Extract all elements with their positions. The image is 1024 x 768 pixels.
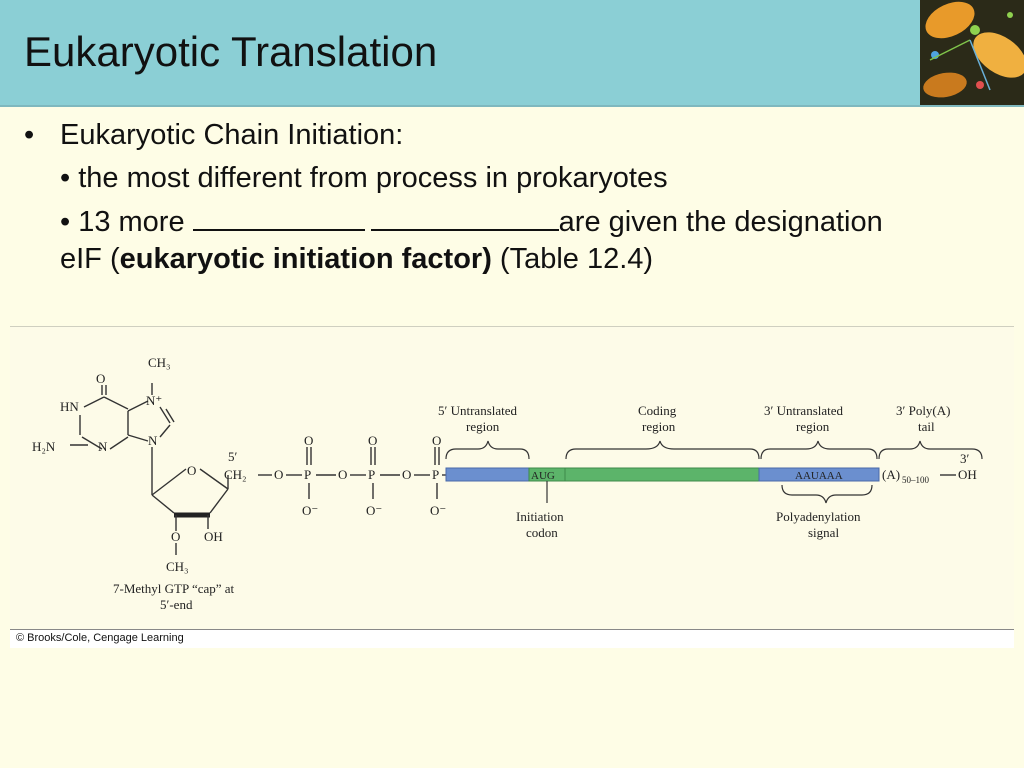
region-poly-line2: tail bbox=[918, 419, 935, 434]
bullet-main-text: Eukaryotic Chain Initiation: bbox=[60, 119, 404, 151]
fill-in-blank-1 bbox=[192, 203, 365, 231]
region-5utr-line2: region bbox=[466, 419, 500, 434]
ch3-sugar-label: CH₃ bbox=[166, 559, 189, 574]
bullet-main: • Eukaryotic Chain Initiation: bbox=[24, 117, 1004, 154]
o-up2-label: O bbox=[368, 433, 377, 448]
coding-segment bbox=[564, 467, 760, 482]
decorative-molecule-image bbox=[920, 0, 1024, 105]
molecule-art-icon bbox=[920, 0, 1024, 105]
bullet-dot: • bbox=[24, 119, 35, 151]
n-ring-label: N bbox=[98, 439, 108, 454]
utr5-segment bbox=[445, 467, 530, 482]
sub-bullet-2-prefix: • 13 more bbox=[60, 206, 185, 238]
sub-bullet-2-suffix: are given the designation bbox=[558, 206, 883, 238]
o-sugar-label: O bbox=[171, 529, 180, 544]
sub-bullet-2: • 13 more are given the designation eIF … bbox=[24, 203, 1004, 278]
sub-bullet-2-line2-start: eIF ( bbox=[60, 243, 120, 275]
fill-in-blank-2 bbox=[370, 203, 559, 231]
region-3utr-line1: 3′ Untranslated bbox=[764, 403, 844, 418]
three-prime-label: 3′ bbox=[960, 451, 970, 466]
o-up3-label: O bbox=[432, 433, 441, 448]
h2n-label: H₂N bbox=[32, 439, 56, 454]
poly-signal-line2: signal bbox=[808, 525, 839, 540]
polya-subscript: 50–100 bbox=[902, 475, 930, 485]
poly-signal-line1: Polyadenylation bbox=[776, 509, 861, 524]
n-ring2-label: N bbox=[148, 433, 158, 448]
p2-label: P bbox=[368, 467, 375, 482]
o-link1-label: O bbox=[274, 467, 283, 482]
region-5utr-line1: 5′ Untranslated bbox=[438, 403, 518, 418]
five-prime-sugar-label: 5′ bbox=[228, 449, 238, 464]
oh-end-label: OH bbox=[958, 467, 977, 482]
aauaaa-label: AAUAAA bbox=[795, 470, 843, 482]
utr3-segment bbox=[758, 467, 880, 482]
guanine-ring-bonds bbox=[70, 383, 175, 473]
init-codon-line1: Initiation bbox=[516, 509, 564, 524]
n-plus-label: N⁺ bbox=[146, 393, 162, 408]
sub-bullet-1: • the most different from process in pro… bbox=[60, 162, 668, 194]
o-up1-label: O bbox=[304, 433, 313, 448]
title-divider bbox=[0, 105, 1024, 107]
o-top-label: O bbox=[96, 371, 105, 386]
sub-bullet-2-line2-end: (Table 12.4) bbox=[491, 243, 654, 275]
oh-sugar-label: OH bbox=[204, 529, 223, 544]
mrna-structure-diagram: O CH₃ N⁺ HN H₂N N N O 5′ O OH bbox=[32, 355, 983, 612]
poly-signal-brace bbox=[781, 484, 873, 504]
region-3utr-line2: region bbox=[796, 419, 830, 434]
region-braces bbox=[445, 440, 983, 460]
ch3-top-label: CH₃ bbox=[148, 355, 171, 370]
region-coding-line2: region bbox=[642, 419, 676, 434]
phosphate-chain-bonds bbox=[258, 447, 440, 499]
o-minus1-label: O⁻ bbox=[302, 503, 318, 518]
o-link2-label: O bbox=[338, 467, 347, 482]
cap-label-line1: 7-Methyl GTP “cap” at bbox=[113, 581, 235, 596]
p3-label: P bbox=[432, 467, 439, 482]
init-codon-line2: codon bbox=[526, 525, 558, 540]
hn-label: HN bbox=[60, 399, 79, 414]
bullet-list: • Eukaryotic Chain Initiation: • the mos… bbox=[24, 117, 1004, 278]
region-poly-line1: 3′ Poly(A) bbox=[896, 403, 950, 418]
o-ring-label: O bbox=[187, 463, 196, 478]
figure-panel: O CH₃ N⁺ HN H₂N N N O 5′ O OH bbox=[10, 326, 1014, 630]
region-coding-line1: Coding bbox=[638, 403, 677, 418]
polya-label: (A) bbox=[882, 467, 900, 482]
figure-credit: © Brooks/Cole, Cengage Learning bbox=[16, 632, 184, 644]
mrna-figure: O CH₃ N⁺ HN H₂N N N O 5′ O OH bbox=[10, 326, 1014, 648]
ribose-bonds bbox=[151, 468, 229, 514]
o-link3-label: O bbox=[402, 467, 411, 482]
o-minus3-label: O⁻ bbox=[430, 503, 446, 518]
ch2-label: CH₂ bbox=[224, 467, 247, 482]
cap-label-line2: 5′-end bbox=[160, 597, 193, 612]
sub-bullet-2-bold: eukaryotic initiation factor) bbox=[119, 243, 492, 275]
o-minus2-label: O⁻ bbox=[366, 503, 382, 518]
p1-label: P bbox=[304, 467, 311, 482]
slide-title: Eukaryotic Translation bbox=[24, 28, 438, 75]
title-bar: Eukaryotic Translation bbox=[0, 0, 1024, 105]
aug-label: AUG bbox=[531, 470, 555, 482]
